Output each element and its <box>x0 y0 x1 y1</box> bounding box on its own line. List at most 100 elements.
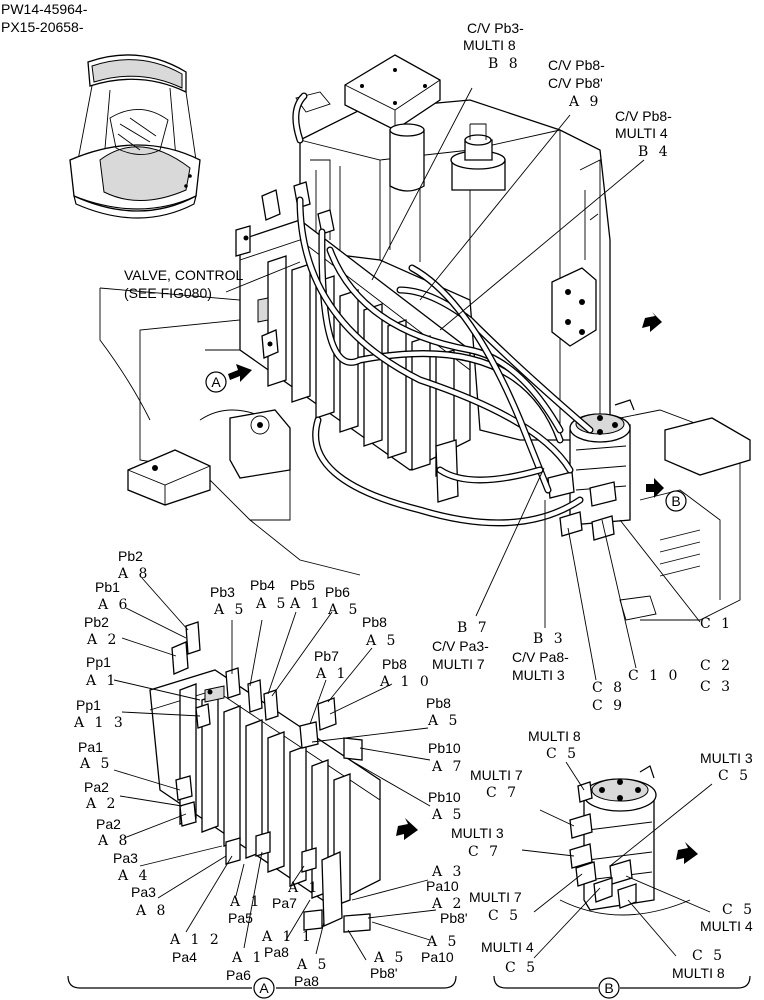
svg-text:A 8: A 8 <box>135 903 168 919</box>
c-code-labels: C 8 C 9 C 1 0 C 1 C 2 C 3 <box>592 616 733 714</box>
label-pa3-a4: Pa3 A 4 <box>113 850 147 884</box>
label-cv-pa3-multi7: B 7 C/V Pa3- MULTI 7 <box>432 620 489 672</box>
svg-text:Pb8: Pb8 <box>426 695 451 711</box>
label-pb6-a5: Pb6 A 5 <box>325 584 360 618</box>
label-pb4-a5: Pb4 A 5 <box>250 577 288 612</box>
label-multi8-c5-top: MULTI 8 C 5 <box>528 728 581 762</box>
label-cv-pa8-multi3: B 3 C/V Pa8- MULTI 3 <box>512 631 569 683</box>
label-pb8-a10: Pb8 A 1 0 <box>379 656 432 690</box>
valve-note-line1: VALVE, CONTROL <box>124 267 244 283</box>
valve-note-line2: (SEE FIG080) <box>124 285 212 301</box>
hydraulic-hoses <box>292 92 594 527</box>
svg-text:MULTI 4: MULTI 4 <box>615 125 668 141</box>
label-pb8p-a5: A 5 Pb8' <box>370 950 403 981</box>
svg-text:A 5: A 5 <box>213 602 246 618</box>
svg-text:A 1: A 1 <box>287 880 320 896</box>
view-markers: A B A B <box>211 374 680 996</box>
svg-text:Pb8: Pb8 <box>382 656 407 672</box>
machine-thumbnail <box>69 54 201 219</box>
label-pa6-a1: A 1 Pa6 <box>226 950 261 983</box>
svg-text:Pa1: Pa1 <box>78 739 103 755</box>
view-b-marker: B <box>671 493 680 509</box>
svg-text:Pa8: Pa8 <box>294 973 319 989</box>
svg-text:Pb7: Pb7 <box>314 648 339 664</box>
valve-note: VALVE, CONTROL (SEE FIG080) <box>124 267 244 301</box>
svg-text:A 5: A 5 <box>327 602 360 618</box>
code-c3: C 3 <box>700 679 733 695</box>
svg-text:A 5: A 5 <box>426 934 459 950</box>
label-pb10-a5: Pb10 A 5 <box>428 789 464 823</box>
svg-text:C/V Pb3-: C/V Pb3- <box>467 20 524 36</box>
svg-text:Pb1: Pb1 <box>95 579 120 595</box>
svg-text:C 5: C 5 <box>722 902 755 918</box>
label-pa3-a8: Pa3 A 8 <box>131 884 168 919</box>
svg-text:C 7: C 7 <box>468 844 501 860</box>
svg-text:C 5: C 5 <box>488 908 521 924</box>
svg-text:MULTI 8: MULTI 8 <box>672 965 725 981</box>
svg-text:Pp1: Pp1 <box>76 697 101 713</box>
label-pa2-a2: Pa2 A 2 <box>84 779 118 812</box>
svg-text:Pa4: Pa4 <box>172 949 197 965</box>
svg-text:C 5: C 5 <box>718 768 751 784</box>
svg-text:A 1: A 1 <box>229 894 262 910</box>
svg-text:C/V Pa3-: C/V Pa3- <box>432 638 489 654</box>
svg-text:A 1 3: A 1 3 <box>73 715 126 731</box>
code-c9: C 9 <box>592 698 625 714</box>
label-multi8-c5-bottom: C 5 MULTI 8 <box>672 948 725 981</box>
label-pa8-a11: A 1 1 Pa8 <box>261 929 314 960</box>
svg-text:A 8: A 8 <box>117 566 150 582</box>
svg-text:MULTI 8: MULTI 8 <box>463 37 516 53</box>
label-multi7-c7: MULTI 7 C 7 <box>470 767 523 801</box>
label-multi4-c5-right: C 5 MULTI 4 <box>700 902 755 934</box>
label-pa2-a8: Pa2 A 8 <box>96 816 130 849</box>
svg-text:A 8: A 8 <box>97 833 130 849</box>
svg-text:Pb5: Pb5 <box>290 577 315 593</box>
label-pb10-a7: Pb10 A 7 <box>428 740 461 775</box>
view-braces <box>67 371 751 999</box>
svg-text:Pb10: Pb10 <box>428 789 461 805</box>
svg-text:A 5: A 5 <box>431 807 464 823</box>
svg-text:Pb10: Pb10 <box>428 740 461 756</box>
label-pa1-a5: Pa1 A 5 <box>78 739 109 772</box>
label-multi4-c5-left: MULTI 4 C 5 <box>481 939 535 976</box>
svg-text:A 1 1: A 1 1 <box>261 929 314 945</box>
label-pa10-a5: A 5 Pa10 <box>421 934 459 965</box>
label-pb3-a5: Pb3 A 5 <box>210 584 246 618</box>
svg-text:A 1 0: A 1 0 <box>379 674 432 690</box>
svg-text:MULTI 3: MULTI 3 <box>700 750 753 766</box>
label-pb2-a2: Pb2 A 2 <box>84 614 116 648</box>
svg-text:A 2: A 2 <box>85 796 118 812</box>
serial-range-2: PX15-20658- <box>1 19 84 35</box>
label-pa4-a12: A 1 2 Pa4 <box>169 932 219 965</box>
svg-text:Pa3: Pa3 <box>131 884 156 900</box>
label-pp1-a13: Pp1 A 1 3 <box>73 697 126 731</box>
svg-text:C/V Pb8-: C/V Pb8- <box>615 108 672 124</box>
svg-text:Pb2: Pb2 <box>84 614 109 630</box>
svg-text:Pa10: Pa10 <box>421 949 454 965</box>
view-a-labels: Pb2 A 8 Pb1 A 6 Pb2 A 2 Pp1 A 1 Pp1 A 1 … <box>73 548 468 989</box>
svg-text:Pb2: Pb2 <box>118 548 143 564</box>
label-pa5-a1: A 1 Pa5 <box>228 894 262 926</box>
svg-text:A 1: A 1 <box>315 666 348 682</box>
svg-text:Pa5: Pa5 <box>228 910 253 926</box>
control-valve-main <box>235 181 471 503</box>
svg-text:Pb8: Pb8 <box>362 614 387 630</box>
swivel-joint-upper <box>547 399 635 541</box>
view-a-valve-detail <box>149 621 418 933</box>
svg-text:MULTI 7: MULTI 7 <box>469 889 522 905</box>
svg-text:Pa10: Pa10 <box>426 878 459 894</box>
label-pp1-a1: Pp1 A 1 <box>85 654 115 689</box>
svg-text:Pb3: Pb3 <box>210 584 235 600</box>
svg-text:C/V Pb8': C/V Pb8' <box>548 75 603 91</box>
svg-text:A 5: A 5 <box>365 633 398 649</box>
label-cv-pb8-cv-pb8p: C/V Pb8- C/V Pb8' A 9 <box>548 57 605 110</box>
svg-text:A 1: A 1 <box>289 596 322 612</box>
svg-text:MULTI 4: MULTI 4 <box>481 939 534 955</box>
label-multi3-c7: MULTI 3 C 7 <box>451 825 504 860</box>
code-c10: C 1 0 <box>628 668 680 684</box>
svg-text:MULTI 7: MULTI 7 <box>432 656 485 672</box>
svg-text:A 5: A 5 <box>255 596 288 612</box>
label-multi3-c5-right: MULTI 3 C 5 <box>700 750 753 784</box>
svg-text:A 2: A 2 <box>431 896 464 912</box>
